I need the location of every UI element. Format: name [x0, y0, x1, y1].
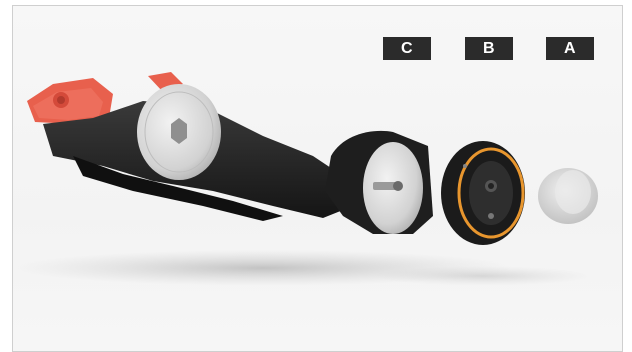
image-frame: C B A [12, 5, 623, 352]
a-cap [538, 168, 598, 224]
exploded-assembly-illustration [13, 6, 622, 351]
label-c: C [383, 37, 431, 60]
label-b: B [465, 37, 513, 60]
floor-shadow-right [373, 266, 593, 286]
b-ring [441, 141, 525, 245]
label-a: A [546, 37, 594, 60]
